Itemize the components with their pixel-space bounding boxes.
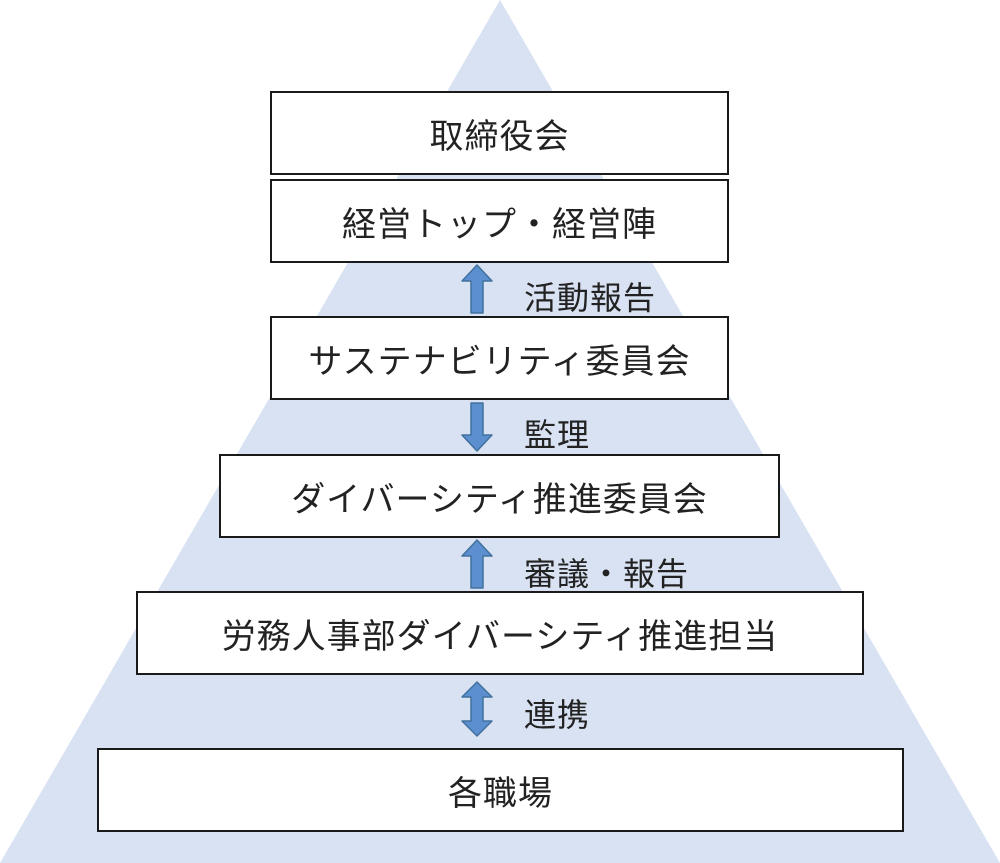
box-workplaces: 各職場: [97, 748, 904, 832]
box-label: 取締役会: [429, 116, 570, 157]
connector-label-deliberation-report: 審議・報告: [524, 555, 690, 593]
arrow-up-icon: [461, 264, 493, 314]
double-arrow-icon: [461, 681, 493, 737]
connector-label-supervision: 監理: [524, 416, 591, 454]
connector-label-activity-report: 活動報告: [524, 279, 657, 317]
box-label: ダイバーシティ推進委員会: [291, 479, 708, 520]
arrow-up-icon: [461, 539, 493, 589]
arrow-down-icon: [461, 402, 493, 452]
box-sustainability-committee: サステナビリティ委員会: [270, 316, 729, 400]
box-top-management: 経営トップ・経営陣: [270, 179, 729, 263]
box-hr-diversity-staff: 労務人事部ダイバーシティ推進担当: [136, 591, 864, 675]
box-board-of-directors: 取締役会: [270, 91, 729, 175]
connector-label-cooperation: 連携: [524, 696, 591, 734]
box-label: サステナビリティ委員会: [308, 341, 691, 382]
box-label: 各職場: [448, 773, 553, 814]
box-diversity-committee: ダイバーシティ推進委員会: [219, 454, 780, 538]
box-label: 労務人事部ダイバーシティ推進担当: [221, 616, 779, 657]
box-label: 経営トップ・経営陣: [342, 204, 657, 245]
